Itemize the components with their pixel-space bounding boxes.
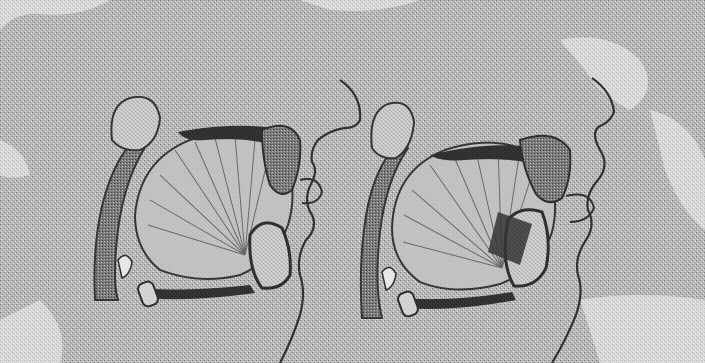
anatomy-figure xyxy=(0,0,705,363)
figure-svg xyxy=(0,0,705,363)
